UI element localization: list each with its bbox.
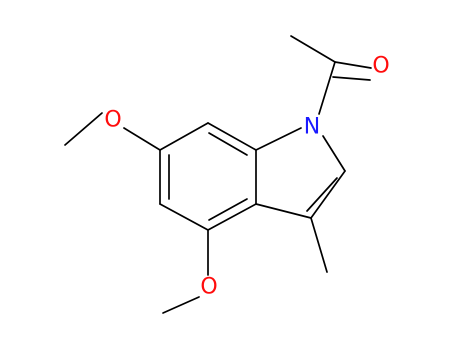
bond-c3-methyl [310, 217, 328, 273]
bond-c7a-c7-outer [207, 122, 257, 151]
bond-o-methyl-4 [162, 296, 200, 314]
bond-c4-c3a-inner [208, 198, 248, 221]
atom-o-methoxy-4: O [200, 275, 217, 300]
bond-c2-c3-inner [306, 177, 338, 212]
bond-carbonyl-inner [332, 76, 371, 81]
bond-c6-o [123, 127, 161, 151]
bond-c7a-c7-inner [208, 132, 248, 156]
atom-n1: N [304, 115, 320, 140]
bond-carbonyl-outer [334, 61, 372, 69]
atom-o-carbonyl: O [372, 54, 389, 79]
bond-c2-c3-outer [310, 170, 346, 219]
bond-c7a-n [255, 127, 302, 151]
bond-o-methyl-6 [64, 112, 103, 146]
bond-c7-c6 [159, 122, 209, 151]
atom-o-methoxy-6: O [104, 108, 121, 133]
bond-acetyl-methyl [290, 35, 336, 63]
bond-c3-c3a [255, 203, 312, 219]
bond-n-c2 [322, 135, 346, 172]
bond-acetyl-n [318, 61, 336, 115]
bond-c5-c4 [159, 203, 209, 231]
bond-c4-c3a-outer [207, 203, 257, 231]
bond-layer [64, 35, 372, 314]
